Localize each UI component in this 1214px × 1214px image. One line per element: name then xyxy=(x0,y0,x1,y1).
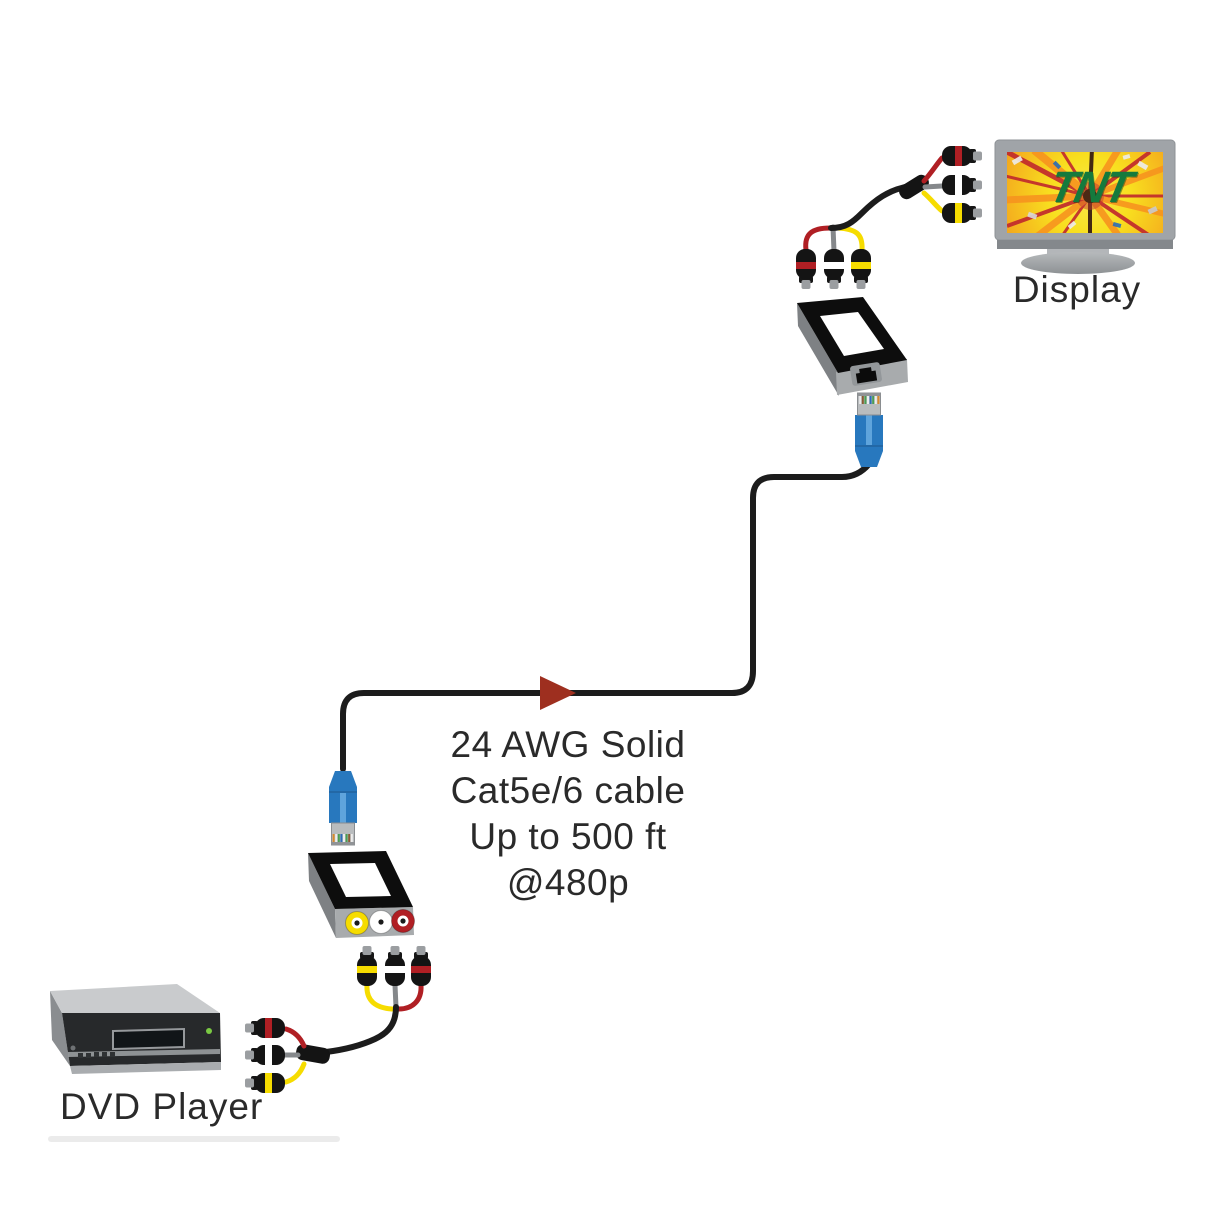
cat5-cable xyxy=(340,461,872,772)
video-jack-yellow-icon xyxy=(345,911,369,935)
transmitter-balun-label-area xyxy=(330,863,391,897)
signal-direction-arrow-icon xyxy=(540,676,576,710)
rca-plug-red-icon xyxy=(796,249,816,289)
receiver-balun-label-area xyxy=(820,312,884,356)
screen-brand-logo: TNT xyxy=(1045,163,1136,212)
receiver-balun xyxy=(797,297,908,396)
disc-tray-icon xyxy=(112,1027,185,1051)
dvd-player xyxy=(48,984,340,1142)
audio-jack-white-icon xyxy=(369,910,393,934)
rj45-port-icon xyxy=(850,362,882,386)
rca-plug-yellow-icon xyxy=(357,946,377,986)
cable-note-line: @480p xyxy=(506,862,630,903)
display-label: Display xyxy=(1012,269,1142,310)
floor-shadow xyxy=(48,1136,340,1142)
rca-plug-red-icon xyxy=(245,1018,285,1038)
rj45-connector-transmitter-icon xyxy=(328,770,358,846)
rca-cable-display xyxy=(803,155,945,254)
dvd-player-label: DVD Player xyxy=(60,1086,264,1127)
rj45-connector-receiver-icon xyxy=(854,392,884,468)
cable-note-line: 24 AWG Solid xyxy=(450,724,686,765)
rca-plug-white-icon xyxy=(385,946,405,986)
power-led-icon xyxy=(206,1028,212,1034)
cable-note-line: Cat5e/6 cable xyxy=(450,770,686,811)
display-tv xyxy=(994,139,1176,274)
transmitter-balun xyxy=(308,851,415,938)
rca-plug-white-icon xyxy=(245,1045,285,1065)
tv-screen xyxy=(1007,152,1163,233)
rca-plug-white-icon xyxy=(942,175,982,195)
screen-collage-specks xyxy=(1011,154,1158,230)
rca-plug-yellow-icon xyxy=(851,249,871,289)
cable-note: 24 AWG Solid Cat5e/6 cable Up to 500 ft … xyxy=(451,722,686,906)
rca-plug-red-icon xyxy=(942,146,982,166)
front-panel-buttons xyxy=(70,1045,115,1058)
tv-stand-base xyxy=(1021,252,1135,274)
rca-cable-source xyxy=(282,982,424,1085)
cable-sleeve xyxy=(295,1044,331,1064)
cable-sleeve xyxy=(899,174,929,200)
audio-jack-red-icon xyxy=(391,909,415,933)
rca-plug-red-icon xyxy=(411,946,431,986)
rca-plug-yellow-icon xyxy=(942,203,982,223)
rca-plug-white-icon xyxy=(824,249,844,289)
cable-note-line: Up to 500 ft xyxy=(469,816,667,857)
